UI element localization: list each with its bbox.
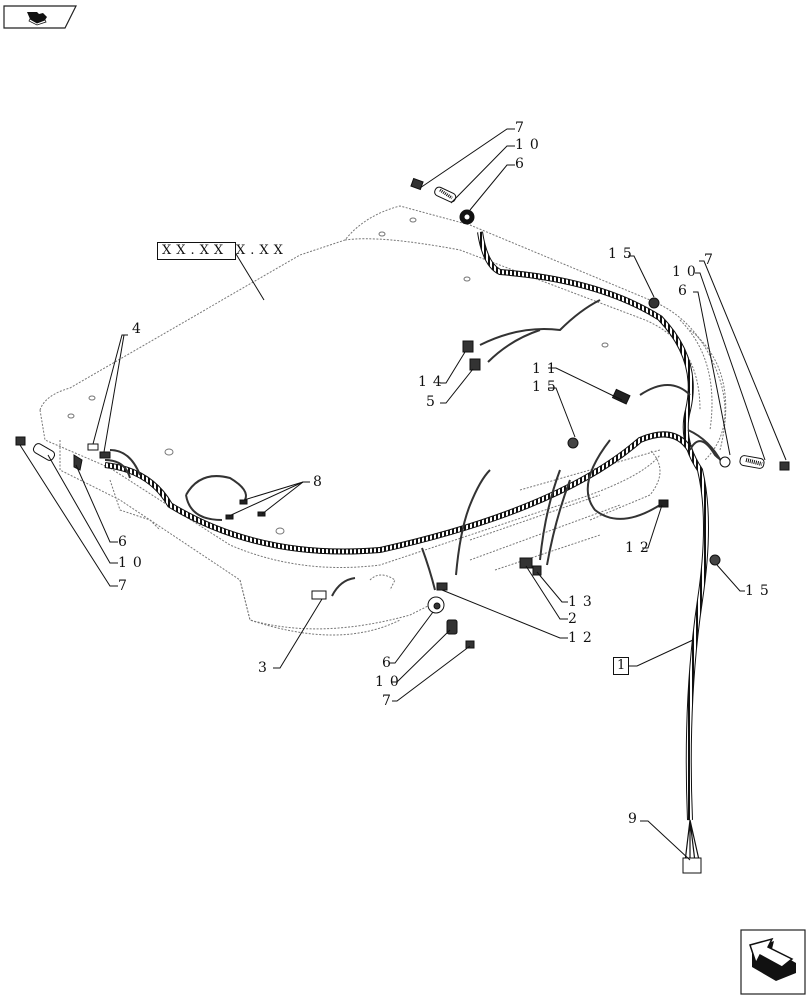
part-callout-10[interactable]: 10 bbox=[375, 674, 405, 690]
part-callout-5[interactable]: 5 bbox=[426, 394, 441, 410]
part-callout-3[interactable]: 3 bbox=[258, 660, 273, 676]
part-callout-13[interactable]: 13 bbox=[568, 594, 598, 610]
part-callout-15[interactable]: 15 bbox=[608, 246, 638, 262]
part-callout-10[interactable]: 10 bbox=[515, 137, 545, 153]
branch-wires bbox=[104, 299, 726, 597]
part-callout-4[interactable]: 4 bbox=[132, 321, 147, 337]
parts bbox=[15, 177, 790, 874]
part-callout-15[interactable]: 15 bbox=[532, 379, 562, 395]
part-callout-10[interactable]: 10 bbox=[118, 555, 148, 571]
section-reference-box[interactable]: XX.XX bbox=[157, 242, 236, 260]
part-callout-6[interactable]: 6 bbox=[678, 283, 693, 299]
part-callout-1[interactable]: 1 bbox=[613, 657, 630, 675]
part-callout-7[interactable]: 7 bbox=[515, 120, 530, 136]
main-harness bbox=[104, 231, 709, 864]
part-callout-7[interactable]: 7 bbox=[118, 578, 133, 594]
part-callout-2[interactable]: 2 bbox=[568, 611, 583, 627]
part-callout-12[interactable]: 12 bbox=[625, 540, 655, 556]
back-nav-button[interactable] bbox=[740, 929, 806, 995]
part-callout-14[interactable]: 14 bbox=[418, 374, 448, 390]
mounting-holes bbox=[67, 217, 609, 535]
book-page-icon bbox=[3, 5, 77, 29]
part-callout-9[interactable]: 9 bbox=[628, 811, 643, 827]
part-callout-11[interactable]: 11 bbox=[532, 361, 562, 377]
part-callout-6[interactable]: 6 bbox=[118, 534, 133, 550]
part-callout-12[interactable]: 12 bbox=[568, 630, 598, 646]
back-arrow-icon bbox=[740, 929, 806, 995]
book-page-nav-button[interactable] bbox=[3, 3, 77, 30]
roof-panel bbox=[39, 205, 727, 636]
part-callout-7[interactable]: 7 bbox=[704, 252, 719, 268]
part-callout-15[interactable]: 15 bbox=[745, 583, 775, 599]
part-callout-10[interactable]: 10 bbox=[672, 264, 702, 280]
part-callout-7[interactable]: 7 bbox=[382, 693, 397, 709]
part-callout-6[interactable]: 6 bbox=[382, 655, 397, 671]
part-callout-8[interactable]: 8 bbox=[313, 474, 328, 490]
leader-lines bbox=[19, 128, 787, 861]
section-reference-suffix: X.XX bbox=[236, 243, 288, 258]
part-callout-6[interactable]: 6 bbox=[515, 156, 530, 172]
